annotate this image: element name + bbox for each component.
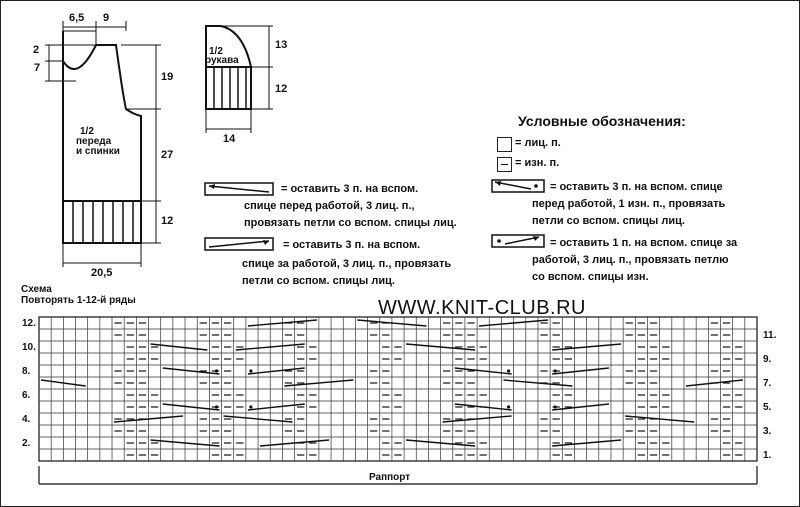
legend-back-3: со вспом. спицы изн. xyxy=(532,271,649,283)
legend-back-1: = оставить 1 п. на вспом. спице за xyxy=(550,237,738,249)
body-label-1: 1/2 xyxy=(80,126,94,137)
middle-cable-symbols xyxy=(204,182,274,251)
legend-title: Условные обозначения: xyxy=(518,113,686,129)
body-label-2: переда xyxy=(76,136,112,147)
row-label-right: 3. xyxy=(763,426,772,437)
sleeve-label-1: 1/2 xyxy=(209,46,223,57)
row-label-right: 11. xyxy=(763,330,777,341)
middle-back-3: петли со вспом. спицы лиц. xyxy=(242,275,395,287)
chart-title: Схема xyxy=(21,284,52,295)
row-label-right: 5. xyxy=(763,402,772,413)
middle-front-1: = оставить 3 п. на вспом. xyxy=(281,183,419,195)
sleeve-bottom-width: 14 xyxy=(223,133,236,145)
middle-front-3: провязать петли со вспом. спицы лиц. xyxy=(244,217,457,229)
body-dim-body: 27 xyxy=(161,149,174,161)
legend-front-2: перед работой, 1 изн. п., провязать xyxy=(532,198,726,210)
row-label-left: 12. xyxy=(22,318,36,329)
body-schematic xyxy=(45,21,161,267)
purl-dashes xyxy=(114,322,743,456)
middle-back-1: = оставить 3 п. на вспом. xyxy=(283,239,421,251)
body-dim-armhole: 19 xyxy=(161,71,174,83)
body-outline xyxy=(62,31,142,202)
repeat-bracket xyxy=(38,466,758,485)
body-top-width-2: 9 xyxy=(103,12,110,24)
row-label-left: 10. xyxy=(22,342,36,353)
legend-front-3: петли со вспом. спицы лиц. xyxy=(532,215,685,227)
body-rib-band xyxy=(62,200,142,244)
sleeve-schematic xyxy=(205,25,273,133)
row-label-left: 2. xyxy=(22,438,31,449)
chart-subtitle: Повторять 1-12-й ряды xyxy=(21,295,136,306)
sleeve-label-2: рукава xyxy=(205,55,239,66)
sleeve-dim-cap: 13 xyxy=(275,39,288,51)
knit-symbol xyxy=(497,137,512,152)
legend-purl: = изн. п. xyxy=(515,157,560,169)
body-dim-neck: 7 xyxy=(34,62,41,74)
grid-lines xyxy=(38,316,758,462)
legend-back-2: работой, 3 лиц. п., провязать петлю xyxy=(532,254,729,266)
right-cable-symbols xyxy=(491,179,545,248)
body-top-width-1: 6,5 xyxy=(69,12,85,24)
repeat-label: Раппорт xyxy=(369,472,411,483)
row-label-right: 1. xyxy=(763,450,772,461)
row-label-left: 8. xyxy=(22,366,31,377)
site-url: WWW.KNIT-CLUB.RU xyxy=(378,297,586,319)
sleeve-rib-band xyxy=(205,66,252,110)
middle-back-2: спице за работой, 3 лиц. п., провязать xyxy=(242,258,452,270)
body-dim-top: 2 xyxy=(33,44,40,56)
body-dim-rib: 12 xyxy=(161,215,174,227)
row-label-right: 9. xyxy=(763,354,772,365)
middle-front-2: спице перед работой, 3 лиц. п., xyxy=(244,200,415,212)
legend-front-1: = оставить 3 п. на вспом. спице xyxy=(550,181,723,193)
body-bottom-width: 20,5 xyxy=(91,267,113,279)
row-label-left: 6. xyxy=(22,390,31,401)
row-label-right: 7. xyxy=(763,378,772,389)
sleeve-dim-rib: 12 xyxy=(275,83,288,95)
legend-knit: = лиц. п. xyxy=(515,137,561,149)
body-label-3: и спинки xyxy=(76,146,120,157)
cable-crossings xyxy=(40,319,743,447)
purl-symbol xyxy=(497,157,512,172)
row-label-left: 4. xyxy=(22,414,31,425)
